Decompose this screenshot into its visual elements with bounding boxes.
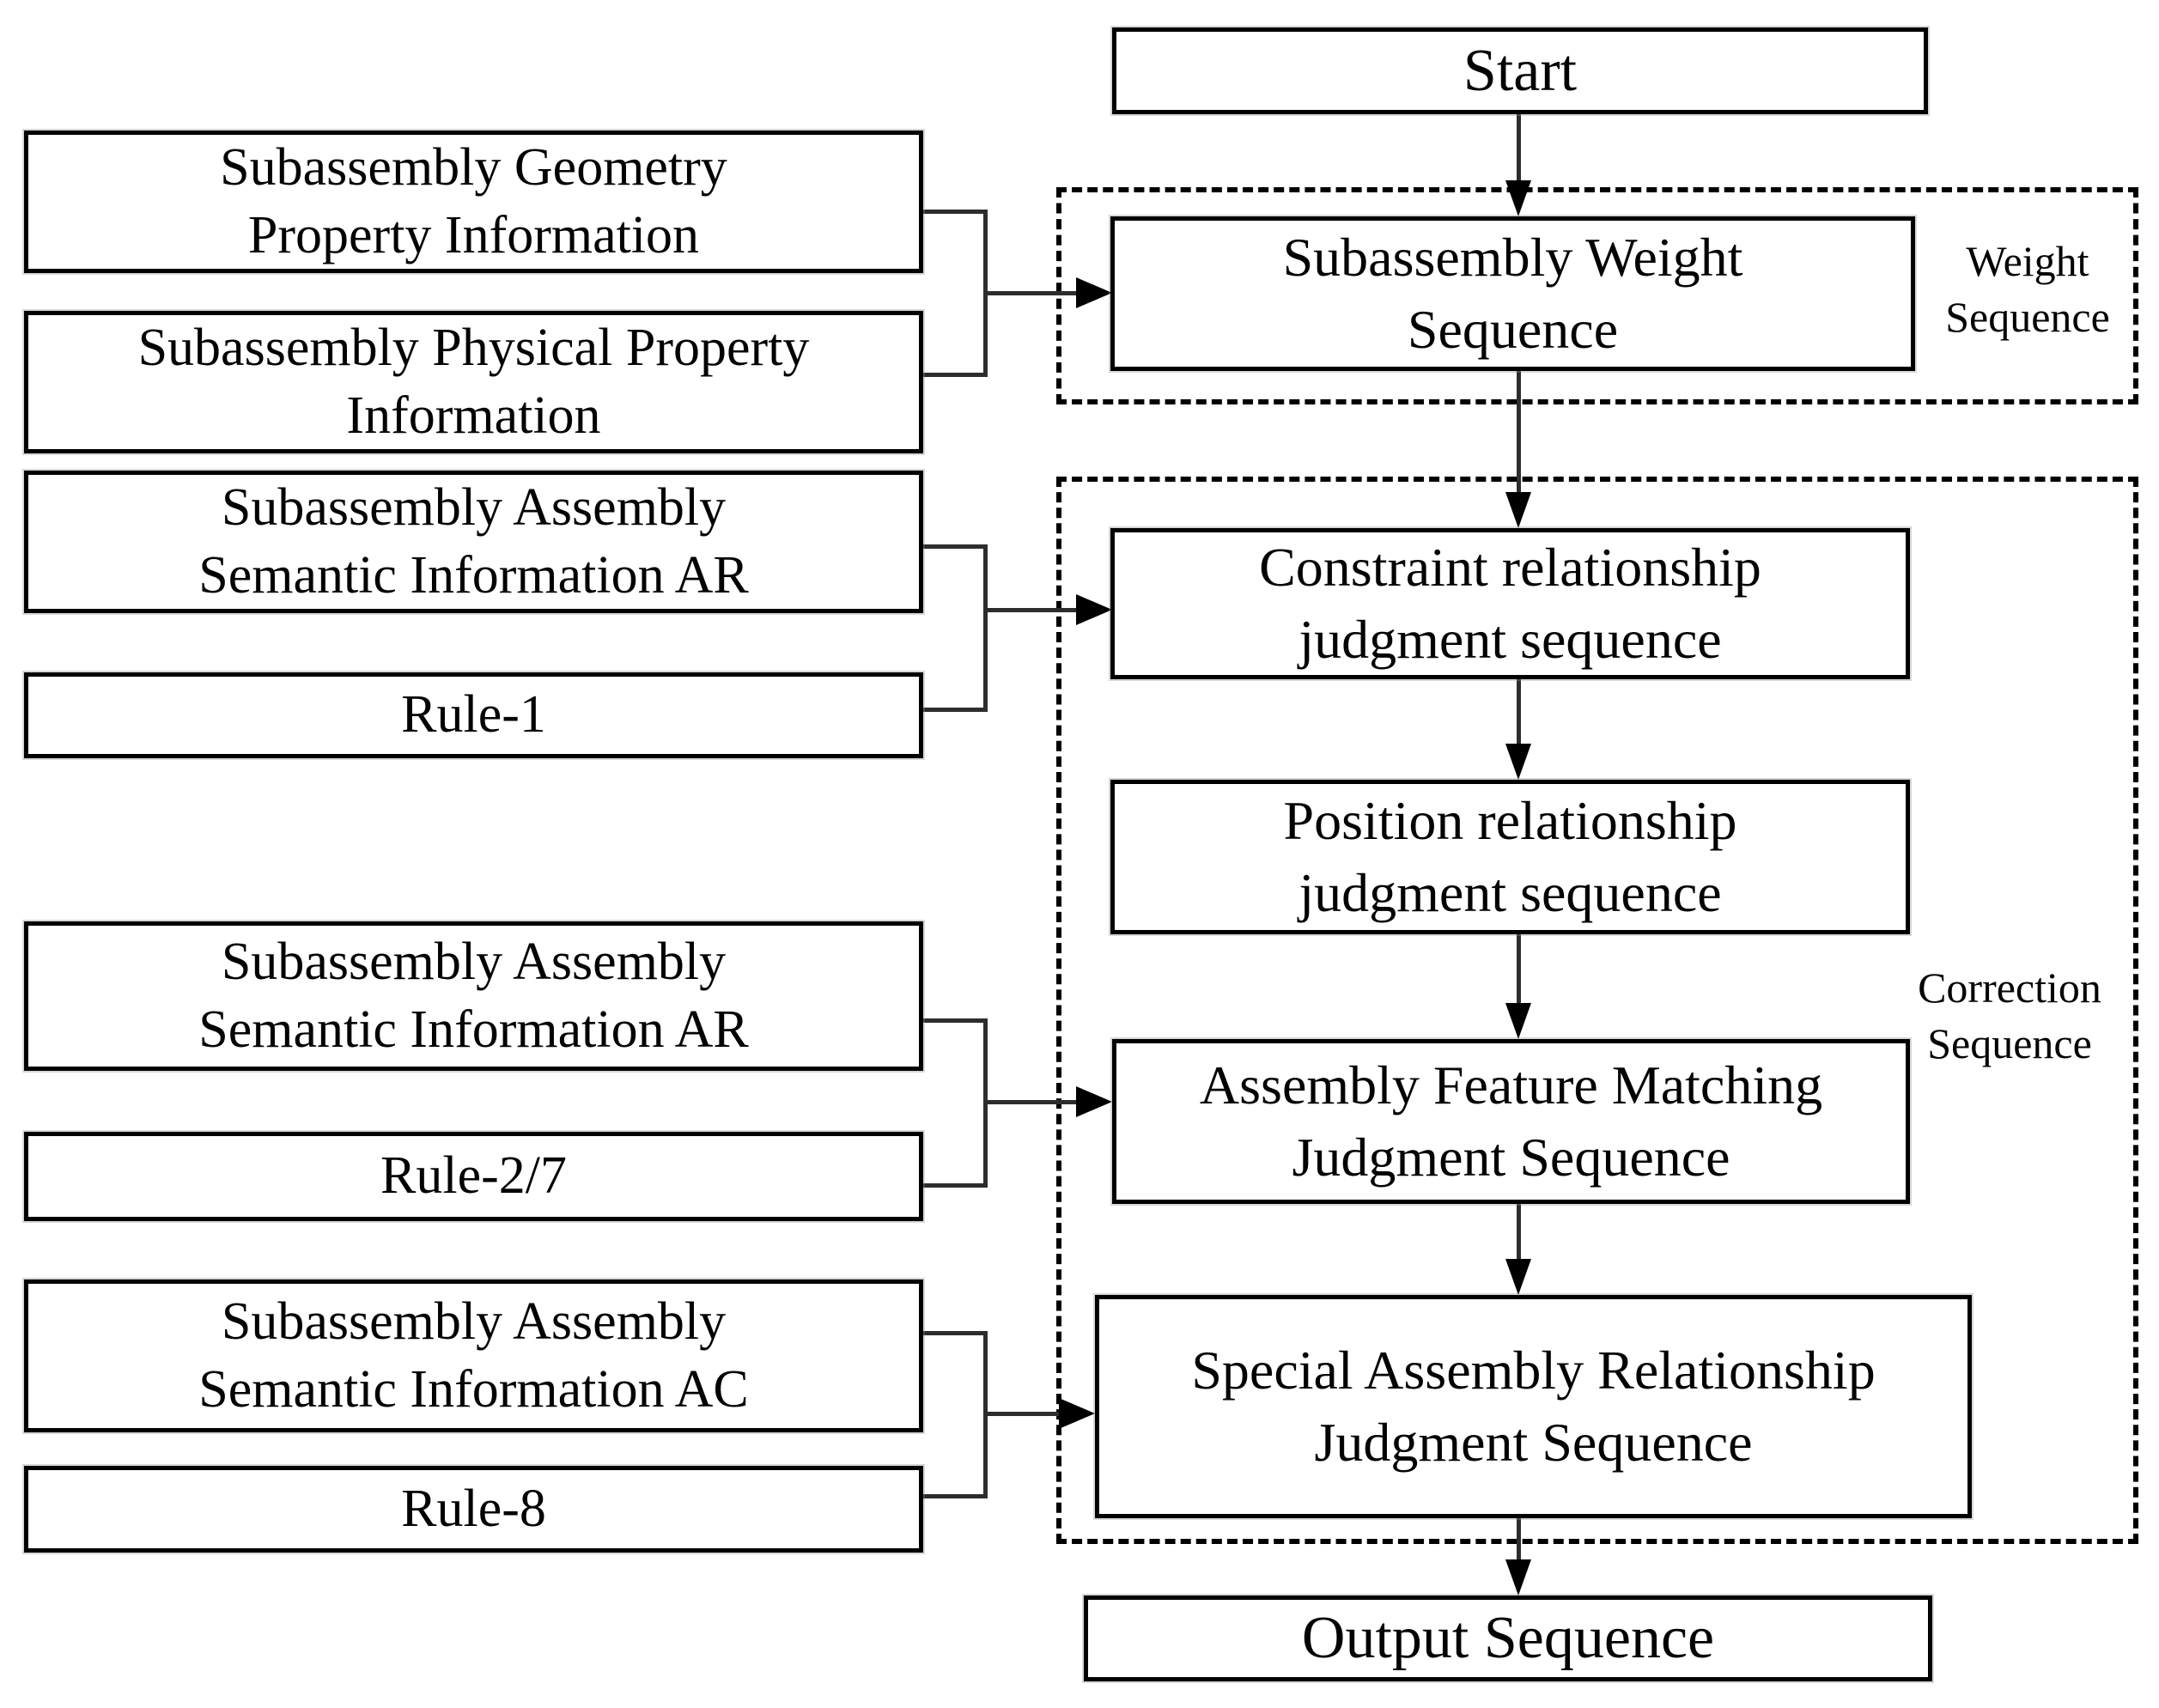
special-relationship-label: Special Assembly Relationship Judgment S… (1191, 1339, 1876, 1473)
weight-sequence-group-label: Weight Sequence (1945, 237, 2110, 341)
feature-matching-node: Assembly Feature Matching Judgment Seque… (1112, 1039, 1910, 1204)
arrowhead-right-icon (1059, 1398, 1095, 1429)
arrowhead-down-icon (1505, 1259, 1531, 1295)
input-box-label: Rule-1 (401, 685, 546, 745)
constraint-judgment-label: Constraint relationship judgment sequenc… (1259, 536, 1761, 670)
correction-sequence-group (1056, 477, 2138, 1544)
constraint-judgment-node: Constraint relationship judgment sequenc… (1110, 528, 1910, 679)
flow-line (1517, 1518, 1521, 1561)
input-box-semantic-ar-2: Subassembly Assembly Semantic Informatio… (24, 921, 923, 1071)
connector-line (923, 1183, 988, 1188)
input-box-rule-1: Rule-1 (24, 672, 923, 758)
input-box-label: Subassembly Assembly Semantic Informatio… (198, 1292, 749, 1419)
arrowhead-right-icon (1076, 1086, 1112, 1117)
correction-sequence-group-label: Correction Sequence (1918, 963, 2101, 1067)
flow-line (1517, 1204, 1521, 1261)
weight-sequence-group (1056, 187, 2138, 404)
input-box-rule-8: Rule-8 (24, 1466, 923, 1553)
weight-sequence-node: Subassembly Weight Sequence (1110, 216, 1915, 371)
connector-line (983, 1100, 1078, 1104)
start-node: Start (1112, 27, 1928, 114)
position-judgment-node: Position relationship judgment sequence (1110, 780, 1910, 934)
input-box-semantic-ar-1: Subassembly Assembly Semantic Informatio… (24, 471, 923, 613)
arrowhead-down-icon (1505, 1003, 1531, 1039)
start-label: Start (1463, 37, 1578, 104)
input-box-rule-2-7: Rule-2/7 (24, 1132, 923, 1221)
arrowhead-right-icon (1076, 594, 1112, 625)
connector-line (983, 291, 1078, 295)
arrowhead-down-icon (1505, 744, 1531, 780)
arrowhead-down-icon (1505, 1559, 1531, 1596)
output-node: Output Sequence (1084, 1596, 1932, 1681)
input-box-label: Subassembly Assembly Semantic Informatio… (198, 477, 749, 605)
weight-sequence-label: Subassembly Weight Sequence (1282, 226, 1743, 360)
flow-line (1517, 679, 1521, 745)
input-box-semantic-ac: Subassembly Assembly Semantic Informatio… (24, 1279, 923, 1432)
input-box-label: Rule-2/7 (380, 1146, 567, 1206)
arrowhead-down-icon (1505, 492, 1531, 528)
connector-line (923, 544, 988, 549)
special-relationship-node: Special Assembly Relationship Judgment S… (1095, 1295, 1972, 1518)
input-box-label: Rule-8 (401, 1479, 546, 1538)
arrowhead-right-icon (1076, 277, 1112, 308)
arrowhead-down-icon (1505, 180, 1531, 216)
connector-line (923, 1331, 988, 1335)
connector-line (923, 708, 988, 712)
connector-line (983, 1412, 1061, 1416)
input-box-label: Subassembly Assembly Semantic Informatio… (198, 932, 749, 1059)
connector-line (923, 1018, 988, 1023)
feature-matching-label: Assembly Feature Matching Judgment Seque… (1199, 1054, 1823, 1188)
position-judgment-label: Position relationship judgment sequence (1283, 789, 1737, 923)
input-box-geometry-property: Subassembly Geometry Property Informatio… (24, 131, 923, 273)
connector-line (923, 210, 988, 214)
connector-line (923, 1494, 988, 1498)
connector-line (923, 373, 988, 377)
output-label: Output Sequence (1301, 1605, 1715, 1672)
input-box-label: Subassembly Geometry Property Informatio… (220, 137, 727, 264)
flow-line (1517, 934, 1521, 1004)
flow-line (1517, 114, 1521, 181)
connector-line (983, 608, 1078, 612)
connector-line (983, 544, 988, 712)
input-box-physical-property: Subassembly Physical Property Informatio… (24, 311, 923, 453)
flow-line (1517, 371, 1521, 492)
input-box-label: Subassembly Physical Property Informatio… (137, 318, 810, 445)
